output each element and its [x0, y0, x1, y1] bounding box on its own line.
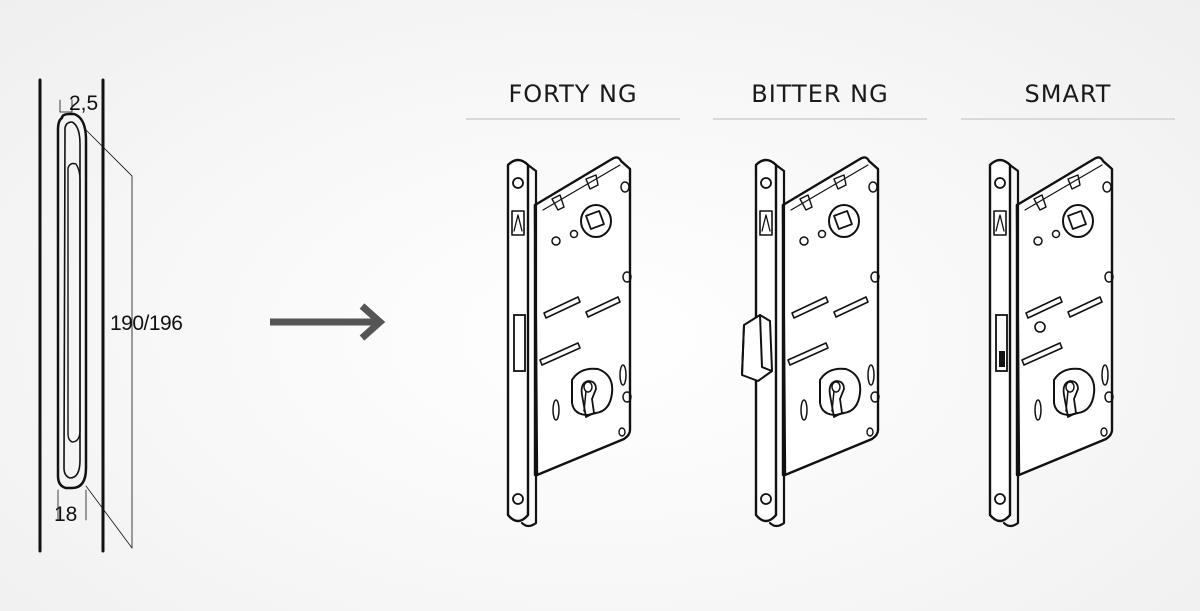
- lock-bitter-ng: [741, 156, 881, 528]
- latch-bolt: [741, 314, 773, 382]
- arrow-right-icon: [270, 303, 386, 341]
- lock-forty-ng: [506, 156, 633, 528]
- dimension-thickness: 2,5: [69, 92, 99, 115]
- title-divider: [466, 118, 680, 120]
- model-title-forty-ng: FORTY NG: [508, 80, 638, 108]
- title-divider: [961, 118, 1175, 120]
- model-title-smart: SMART: [1024, 80, 1112, 108]
- model-title-bitter-ng: BITTER NG: [751, 80, 889, 108]
- dimension-length: 190/196: [110, 312, 183, 335]
- title-divider: [713, 118, 927, 120]
- lock-smart: [988, 156, 1115, 528]
- dimension-width: 18: [54, 503, 78, 526]
